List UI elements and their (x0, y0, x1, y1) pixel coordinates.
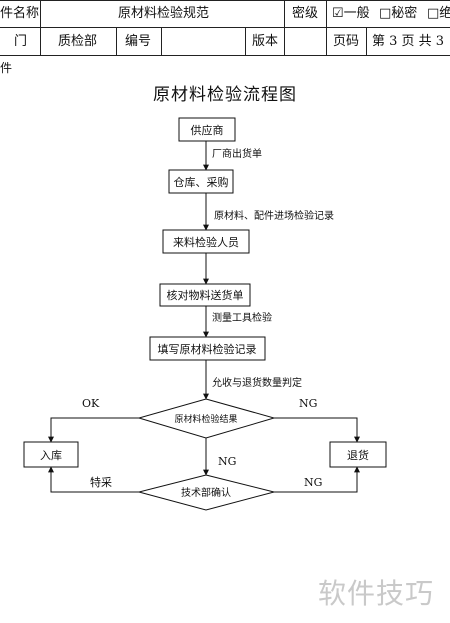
node-return (329, 441, 387, 468)
node-tech-confirm (137, 474, 275, 511)
node-decision-label: 原材料检验结果 (174, 413, 237, 425)
edge-label-delivery-note: 厂商出货单 (212, 147, 262, 160)
node-stock-in-label: 入库 (40, 449, 62, 462)
node-warehouse (168, 169, 234, 194)
node-supplier (178, 117, 236, 142)
node-verify-label: 核对物料送货单 (167, 288, 244, 302)
document-header-table: 件名称 原材料检验规范 密级 ☑一般 □秘密 □绝 门 质检部 编号 版本 页码… (0, 0, 450, 56)
secrecy-label: 密级 (292, 6, 319, 21)
edge-label-ng-right: NG (299, 397, 317, 410)
edge-label-entry-record: 原材料、配件进场检验记录 (214, 209, 334, 222)
edge-tech-return (274, 466, 360, 493)
dept-value: 质检部 (58, 34, 98, 49)
node-return-label: 退货 (347, 448, 369, 462)
edge-label-special: 特采 (90, 475, 112, 489)
node-decision (137, 398, 276, 439)
page-value: 第 3 页 共 3 (372, 34, 445, 49)
flowchart-title: 原材料检验流程图 (153, 85, 297, 105)
edge-decision-stockin (48, 417, 139, 443)
edge-tech-stockin (48, 466, 139, 493)
attachment-label: 件 (0, 61, 13, 75)
edge-label-measure: 测量工具检验 (212, 311, 272, 324)
edge-decision-return (274, 417, 360, 443)
node-tech-confirm-label: 技术部确认 (181, 486, 231, 499)
doc-name: 原材料检验规范 (118, 6, 210, 21)
version-label: 版本 (252, 34, 279, 49)
node-inspector (162, 229, 250, 254)
edge-label-judge: 允收与退货数量判定 (212, 376, 302, 389)
watermark: 软件技巧 (318, 577, 435, 610)
edge-label-ng-bottom: NG (304, 476, 322, 489)
node-supplier-label: 供应商 (191, 123, 224, 137)
node-verify (159, 283, 251, 307)
node-inspector-label: 来料检验人员 (173, 235, 239, 249)
secrecy-top-option[interactable]: □绝 (427, 6, 450, 21)
code-label: 编号 (125, 34, 152, 49)
doc-name-label: 件名称 (0, 6, 40, 21)
page-label: 页码 (333, 34, 360, 49)
node-record-label: 填写原材料检验记录 (158, 342, 257, 356)
edge-label-ng-down: NG (218, 455, 236, 468)
node-stock-in (23, 441, 79, 468)
edge-label-ok: OK (82, 397, 100, 410)
node-record (149, 336, 266, 361)
secrecy-secret-option[interactable]: □秘密 (379, 6, 418, 21)
node-warehouse-label: 仓库、采购 (174, 175, 229, 189)
secrecy-general-option[interactable]: ☑一般 (332, 6, 370, 21)
dept-label: 门 (14, 34, 28, 49)
